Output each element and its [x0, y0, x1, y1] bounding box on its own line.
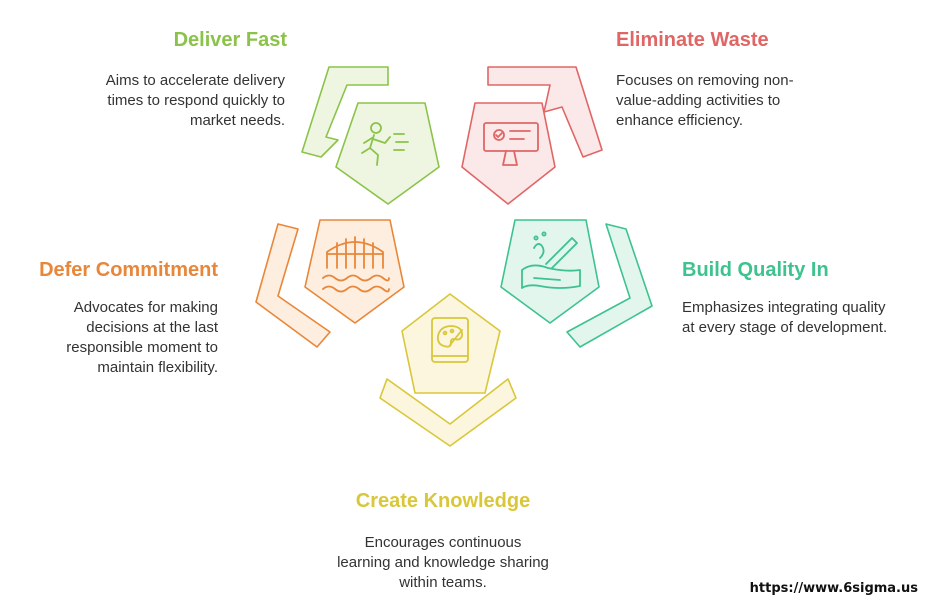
deliver-fast-title: Deliver Fast: [173, 29, 287, 51]
deliver-fast-description-line: Aims to accelerate delivery: [105, 72, 285, 89]
deliver-fast-segment: [301, 66, 440, 205]
defer-commitment-description-line: Advocates for making: [73, 299, 218, 316]
create-knowledge-segment: [379, 293, 517, 447]
deliver-fast-description-line: market needs.: [189, 112, 285, 129]
build-quality-in-description-line: at every stage of development.: [682, 319, 888, 336]
bridge-over-water-icon: [322, 236, 390, 293]
eliminate-waste-chevron: [487, 66, 603, 158]
running-person-icon: [361, 122, 409, 166]
deliver-fast-pentagon: [335, 102, 440, 205]
create-knowledge-description-line: Encourages continuous: [364, 534, 522, 551]
palette-book-icon: [431, 317, 469, 363]
eliminate-waste-segment: [461, 66, 603, 205]
create-knowledge-description-line: learning and knowledge sharing: [337, 554, 549, 571]
eliminate-waste-description-line: Focuses on removing non-: [616, 72, 794, 89]
sculpting-tool-icon: [521, 231, 581, 289]
defer-commitment-pentagon: [304, 219, 405, 324]
defer-commitment-chevron: [255, 223, 331, 348]
defer-commitment-description-line: responsible moment to: [66, 339, 218, 356]
build-quality-in-description: Emphasizes integrating quality at every …: [682, 298, 887, 338]
defer-commitment-segment: [255, 219, 405, 348]
build-quality-in-pentagon: [500, 219, 600, 324]
build-quality-in-chevron: [566, 223, 653, 348]
create-knowledge-description: Encourages continuous learning and knowl…: [258, 533, 628, 593]
deliver-fast-description-line: times to respond quickly to: [107, 92, 285, 109]
create-knowledge-chevron: [379, 378, 517, 447]
defer-commitment-description-line: maintain flexibility.: [97, 359, 218, 376]
eliminate-waste-title: Eliminate Waste: [616, 29, 769, 51]
defer-commitment-title: Defer Commitment: [39, 259, 218, 281]
create-knowledge-title: Create Knowledge: [355, 490, 531, 512]
source-link[interactable]: https://www.6sigma.us: [749, 581, 918, 596]
eliminate-waste-pentagon: [461, 102, 556, 205]
eliminate-waste-description: Focuses on removing non- value-adding ac…: [616, 71, 794, 131]
eliminate-waste-description-line: value-adding activities to: [616, 92, 781, 109]
checklist-board-icon: [483, 122, 539, 166]
build-quality-in-title: Build Quality In: [682, 259, 829, 281]
create-knowledge-description-line: within teams.: [399, 574, 487, 591]
defer-commitment-description: Advocates for making decisions at the la…: [0, 298, 218, 378]
build-quality-in-segment: [500, 219, 653, 348]
deliver-fast-description: Aims to accelerate delivery times to res…: [0, 71, 285, 131]
build-quality-in-description-line: Emphasizes integrating quality: [682, 299, 886, 316]
deliver-fast-chevron: [301, 66, 389, 158]
defer-commitment-description-line: decisions at the last: [86, 319, 218, 336]
eliminate-waste-description-line: enhance efficiency.: [616, 112, 744, 129]
